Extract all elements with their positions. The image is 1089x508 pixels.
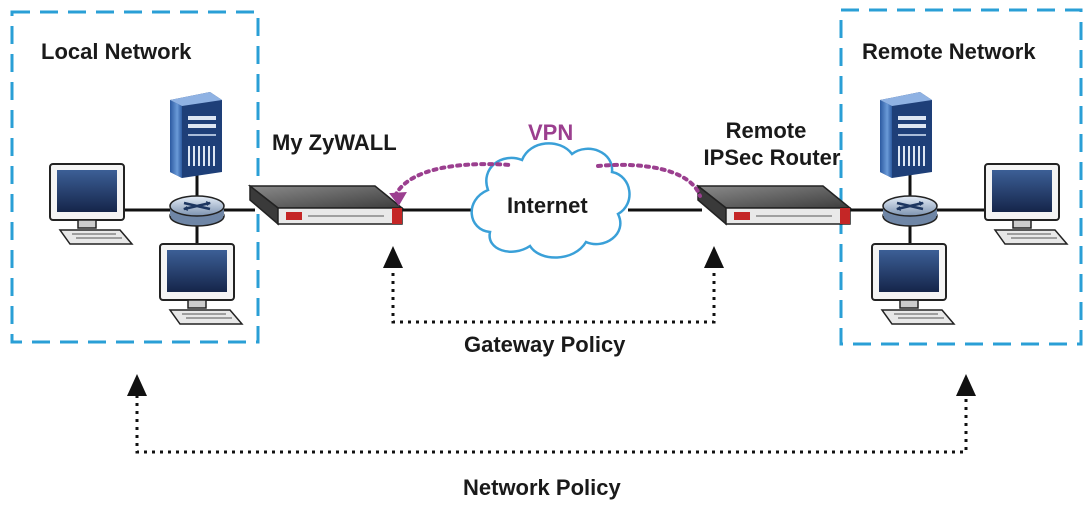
vpn-arrowhead-left (389, 192, 407, 206)
local-network-zone (10, 10, 260, 344)
computer-icon (159, 243, 244, 325)
gateway-policy-arrow (391, 265, 716, 324)
remote-router-label-line1: Remote (725, 118, 807, 143)
gateway-policy-arrowhead-left (383, 246, 403, 268)
network-policy-arrowhead-right (956, 374, 976, 396)
vpn-label: VPN (528, 120, 574, 145)
server-icon (170, 92, 222, 178)
cloud-icon (470, 142, 631, 259)
remote-network-zone (839, 8, 1083, 346)
local-network-label: Local Network (41, 39, 192, 64)
zywall-device-icon (247, 184, 405, 226)
vpn-tunnel-arrow (393, 162, 512, 198)
switch-icon (882, 195, 938, 227)
computer-icon (49, 163, 134, 245)
computer-icon (871, 243, 956, 325)
vpn-tunnel-arrow-right (596, 162, 702, 198)
remote-network-label: Remote Network (862, 39, 1036, 64)
switch-icon (169, 195, 225, 227)
network-policy-label: Network Policy (463, 475, 621, 500)
internet-label: Internet (507, 193, 588, 218)
gateway-policy-label: Gateway Policy (464, 332, 626, 357)
router-icon (695, 184, 853, 226)
gateway-policy-arrowhead-right (704, 246, 724, 268)
computer-icon (984, 163, 1069, 245)
network-policy-arrow (135, 395, 968, 454)
server-icon (880, 92, 932, 178)
my-zywall-label: My ZyWALL (272, 130, 397, 155)
network-policy-arrowhead-left (127, 374, 147, 396)
remote-router-label-line2: IPSec Router (703, 145, 841, 170)
